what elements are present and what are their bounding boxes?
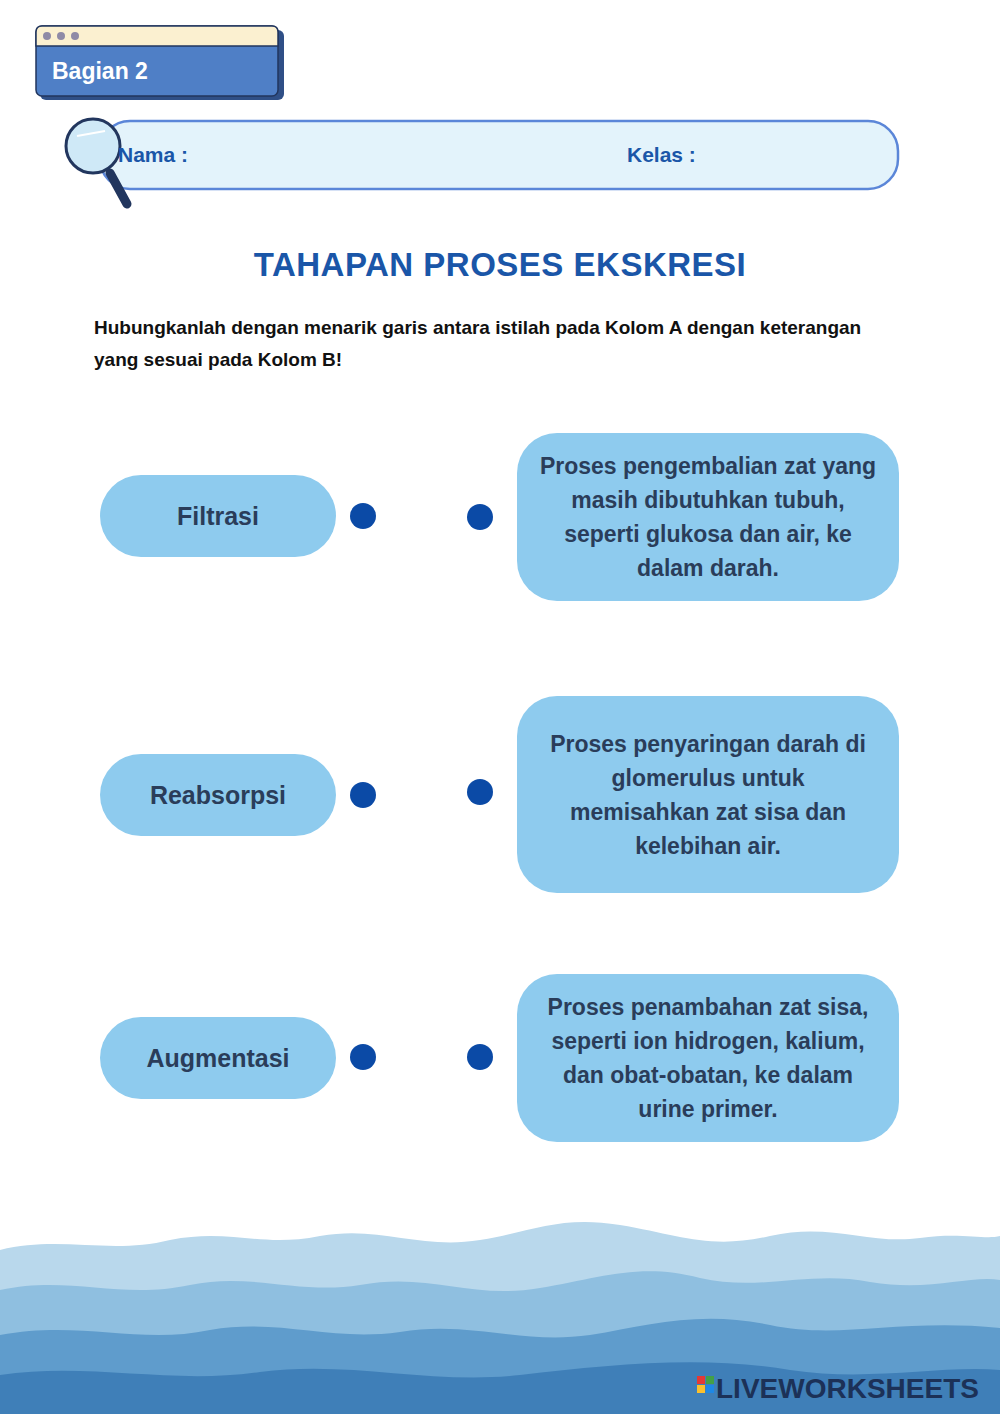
description-box: Proses pengembalian zat yang masih dibut… (517, 433, 899, 601)
node-text: Reabsorpsi (150, 781, 286, 810)
instruction-text: Hubungkanlah dengan menarik garis antara… (94, 312, 894, 376)
name-box: Nama :Kelas : (100, 121, 898, 189)
magnifier-lens (66, 119, 120, 173)
node-text: Augmentasi (146, 1044, 289, 1073)
name-box-outline (100, 121, 898, 189)
section-tab: Bagian 2 (36, 46, 278, 96)
page-title: TAHAPAN PROSES EKSKRESI (60, 246, 940, 284)
node-text: Proses pengembalian zat yang masih dibut… (539, 449, 877, 585)
logo-square (697, 1376, 705, 1384)
term-box: Augmentasi (100, 1017, 336, 1099)
tab-dot (57, 32, 65, 40)
watercolor-band (0, 1319, 1000, 1414)
watercolor-band (0, 1271, 1000, 1414)
node-text: Filtrasi (177, 502, 259, 531)
magnifier-handle (110, 173, 127, 204)
logo-square (706, 1376, 714, 1384)
node-text: Proses penambahan zat sisa, seperti ion … (539, 990, 877, 1126)
description-box: Proses penambahan zat sisa, seperti ion … (517, 974, 899, 1142)
node-text: Bagian 2 (52, 58, 148, 85)
watercolor-band (0, 1362, 1000, 1414)
term-box: Reabsorpsi (100, 754, 336, 836)
tab-body (36, 26, 278, 96)
node-text: Nama : (118, 143, 627, 167)
term-box: Filtrasi (100, 475, 336, 557)
watermark: LIVEWORKSHEETS (716, 1373, 996, 1405)
watercolor-band (0, 1222, 1000, 1414)
logo-square (697, 1385, 705, 1393)
description-box: Proses penyaringan darah di glomerulus u… (517, 696, 899, 893)
tab-strip (36, 26, 278, 46)
node-text: Kelas : (627, 143, 696, 167)
dots (350, 503, 493, 1070)
tab-dot (71, 32, 79, 40)
magnifier-glint (77, 131, 105, 136)
node-text: Proses penyaringan darah di glomerulus u… (539, 727, 877, 863)
logo-square (706, 1385, 714, 1393)
tab-dot (43, 32, 51, 40)
